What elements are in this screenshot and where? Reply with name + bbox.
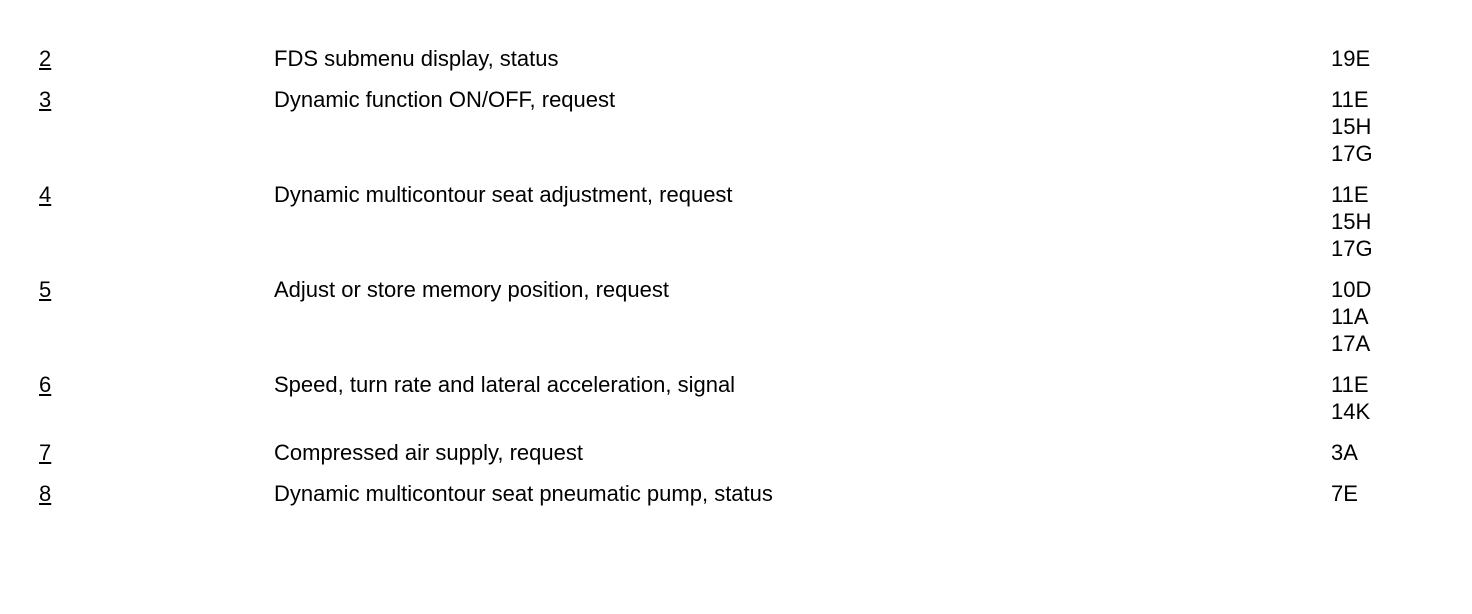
- signal-description: Dynamic multicontour seat pneumatic pump…: [274, 481, 773, 506]
- grid-reference: 15H: [1331, 114, 1372, 139]
- grid-reference-list: 10D 11A 17A: [1331, 276, 1451, 357]
- grid-reference-list: 3A: [1331, 439, 1451, 466]
- grid-reference: 17G: [1331, 236, 1373, 261]
- grid-reference: 10D: [1331, 277, 1372, 302]
- legend-row: 3 Dynamic function ON/OFF, request 11E 1…: [0, 86, 1472, 167]
- grid-reference: 14K: [1331, 399, 1371, 424]
- signal-number-link[interactable]: 8: [39, 481, 52, 506]
- grid-reference-list: 7E: [1331, 480, 1451, 507]
- grid-reference: 11E: [1331, 87, 1369, 112]
- legend-row: 8 Dynamic multicontour seat pneumatic pu…: [0, 480, 1472, 507]
- signal-description: Adjust or store memory position, request: [274, 277, 669, 302]
- legend-row: 6 Speed, turn rate and lateral accelerat…: [0, 371, 1472, 425]
- signal-number-link[interactable]: 3: [39, 87, 52, 112]
- grid-reference: 7E: [1331, 481, 1358, 506]
- signal-description: Compressed air supply, request: [274, 440, 583, 465]
- grid-reference: 17G: [1331, 141, 1373, 166]
- signal-description: Dynamic function ON/OFF, request: [274, 87, 616, 112]
- grid-reference-list: 11E 15H 17G: [1331, 181, 1451, 262]
- signal-number-link[interactable]: 7: [39, 440, 52, 465]
- signal-number-link[interactable]: 5: [39, 277, 52, 302]
- signal-description: FDS submenu display, status: [274, 46, 559, 71]
- grid-reference: 3A: [1331, 440, 1358, 465]
- legend-row: 4 Dynamic multicontour seat adjustment, …: [0, 181, 1472, 262]
- signal-description: Speed, turn rate and lateral acceleratio…: [274, 372, 736, 397]
- signal-number-link[interactable]: 6: [39, 372, 52, 397]
- grid-reference: 15H: [1331, 209, 1372, 234]
- grid-reference-list: 11E 15H 17G: [1331, 86, 1451, 167]
- grid-reference: 17A: [1331, 331, 1371, 356]
- signal-description: Dynamic multicontour seat adjustment, re…: [274, 182, 733, 207]
- grid-reference-list: 11E 14K: [1331, 371, 1451, 425]
- legend-row: 7 Compressed air supply, request 3A: [0, 439, 1472, 466]
- grid-reference: 11E: [1331, 372, 1369, 397]
- grid-reference: 11E: [1331, 182, 1369, 207]
- legend-row: 5 Adjust or store memory position, reque…: [0, 276, 1472, 357]
- legend-row: 2 FDS submenu display, status 19E: [0, 45, 1472, 72]
- grid-reference-list: 19E: [1331, 45, 1451, 72]
- signal-number-link[interactable]: 2: [39, 46, 52, 71]
- grid-reference: 11A: [1331, 304, 1369, 329]
- signal-legend-table: 2 FDS submenu display, status 19E 3 Dyna…: [0, 45, 1472, 521]
- signal-number-link[interactable]: 4: [39, 182, 52, 207]
- grid-reference: 19E: [1331, 46, 1371, 71]
